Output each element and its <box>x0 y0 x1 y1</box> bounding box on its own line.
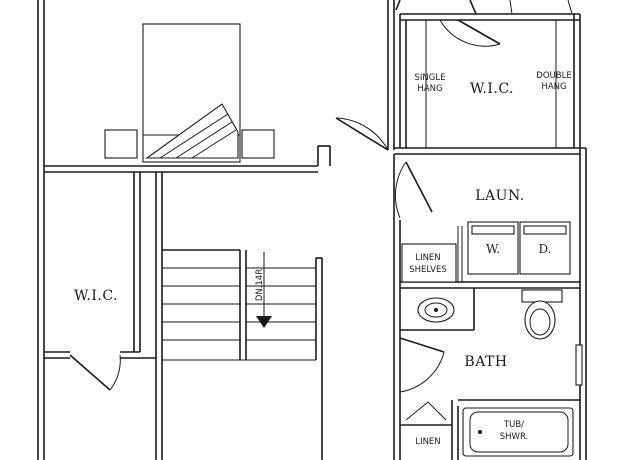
label-linen-shelves-1: LINEN <box>415 253 440 263</box>
label-washer: W. <box>486 242 500 256</box>
bath-fixtures <box>417 289 583 457</box>
upper-wic-fixtures <box>425 19 557 148</box>
washer-dryer <box>467 221 571 275</box>
toilet-tank <box>521 289 563 303</box>
toilet-bowl <box>524 300 556 340</box>
label-wic-upper: W.I.C. <box>470 81 514 97</box>
stairs <box>162 249 323 460</box>
nightstand-left <box>104 129 138 159</box>
laundry-door <box>394 161 433 219</box>
linen-door <box>405 401 447 421</box>
bed <box>104 23 275 163</box>
stair-arrow-icon <box>256 316 272 328</box>
label-linen: LINEN <box>415 437 440 447</box>
left-wic-door <box>69 354 121 391</box>
tub <box>462 407 574 457</box>
label-laundry: LAUN. <box>475 188 525 204</box>
walls <box>37 0 587 460</box>
nightstand-right <box>241 129 275 159</box>
label-tub-1: TUB/ <box>503 420 524 430</box>
bath-window <box>575 344 583 386</box>
label-tub-2: SHWR. <box>500 432 529 442</box>
label-wic-left: W.I.C. <box>74 288 118 304</box>
bath-door <box>399 337 445 393</box>
label-stair: DN.14R <box>255 269 265 301</box>
label-linen-shelves-2: SHELVES <box>409 265 447 275</box>
bedroom-door <box>335 117 389 151</box>
label-double-hang-2: HANG <box>541 82 566 92</box>
label-dryer: D. <box>538 242 551 256</box>
label-single-hang-2: HANG <box>417 84 442 94</box>
label-double-hang-1: DOUBLE <box>536 71 571 81</box>
label-single-hang-1: SINGLE <box>415 73 446 83</box>
label-bath: BATH <box>464 354 507 370</box>
linen-shelves <box>401 226 463 283</box>
